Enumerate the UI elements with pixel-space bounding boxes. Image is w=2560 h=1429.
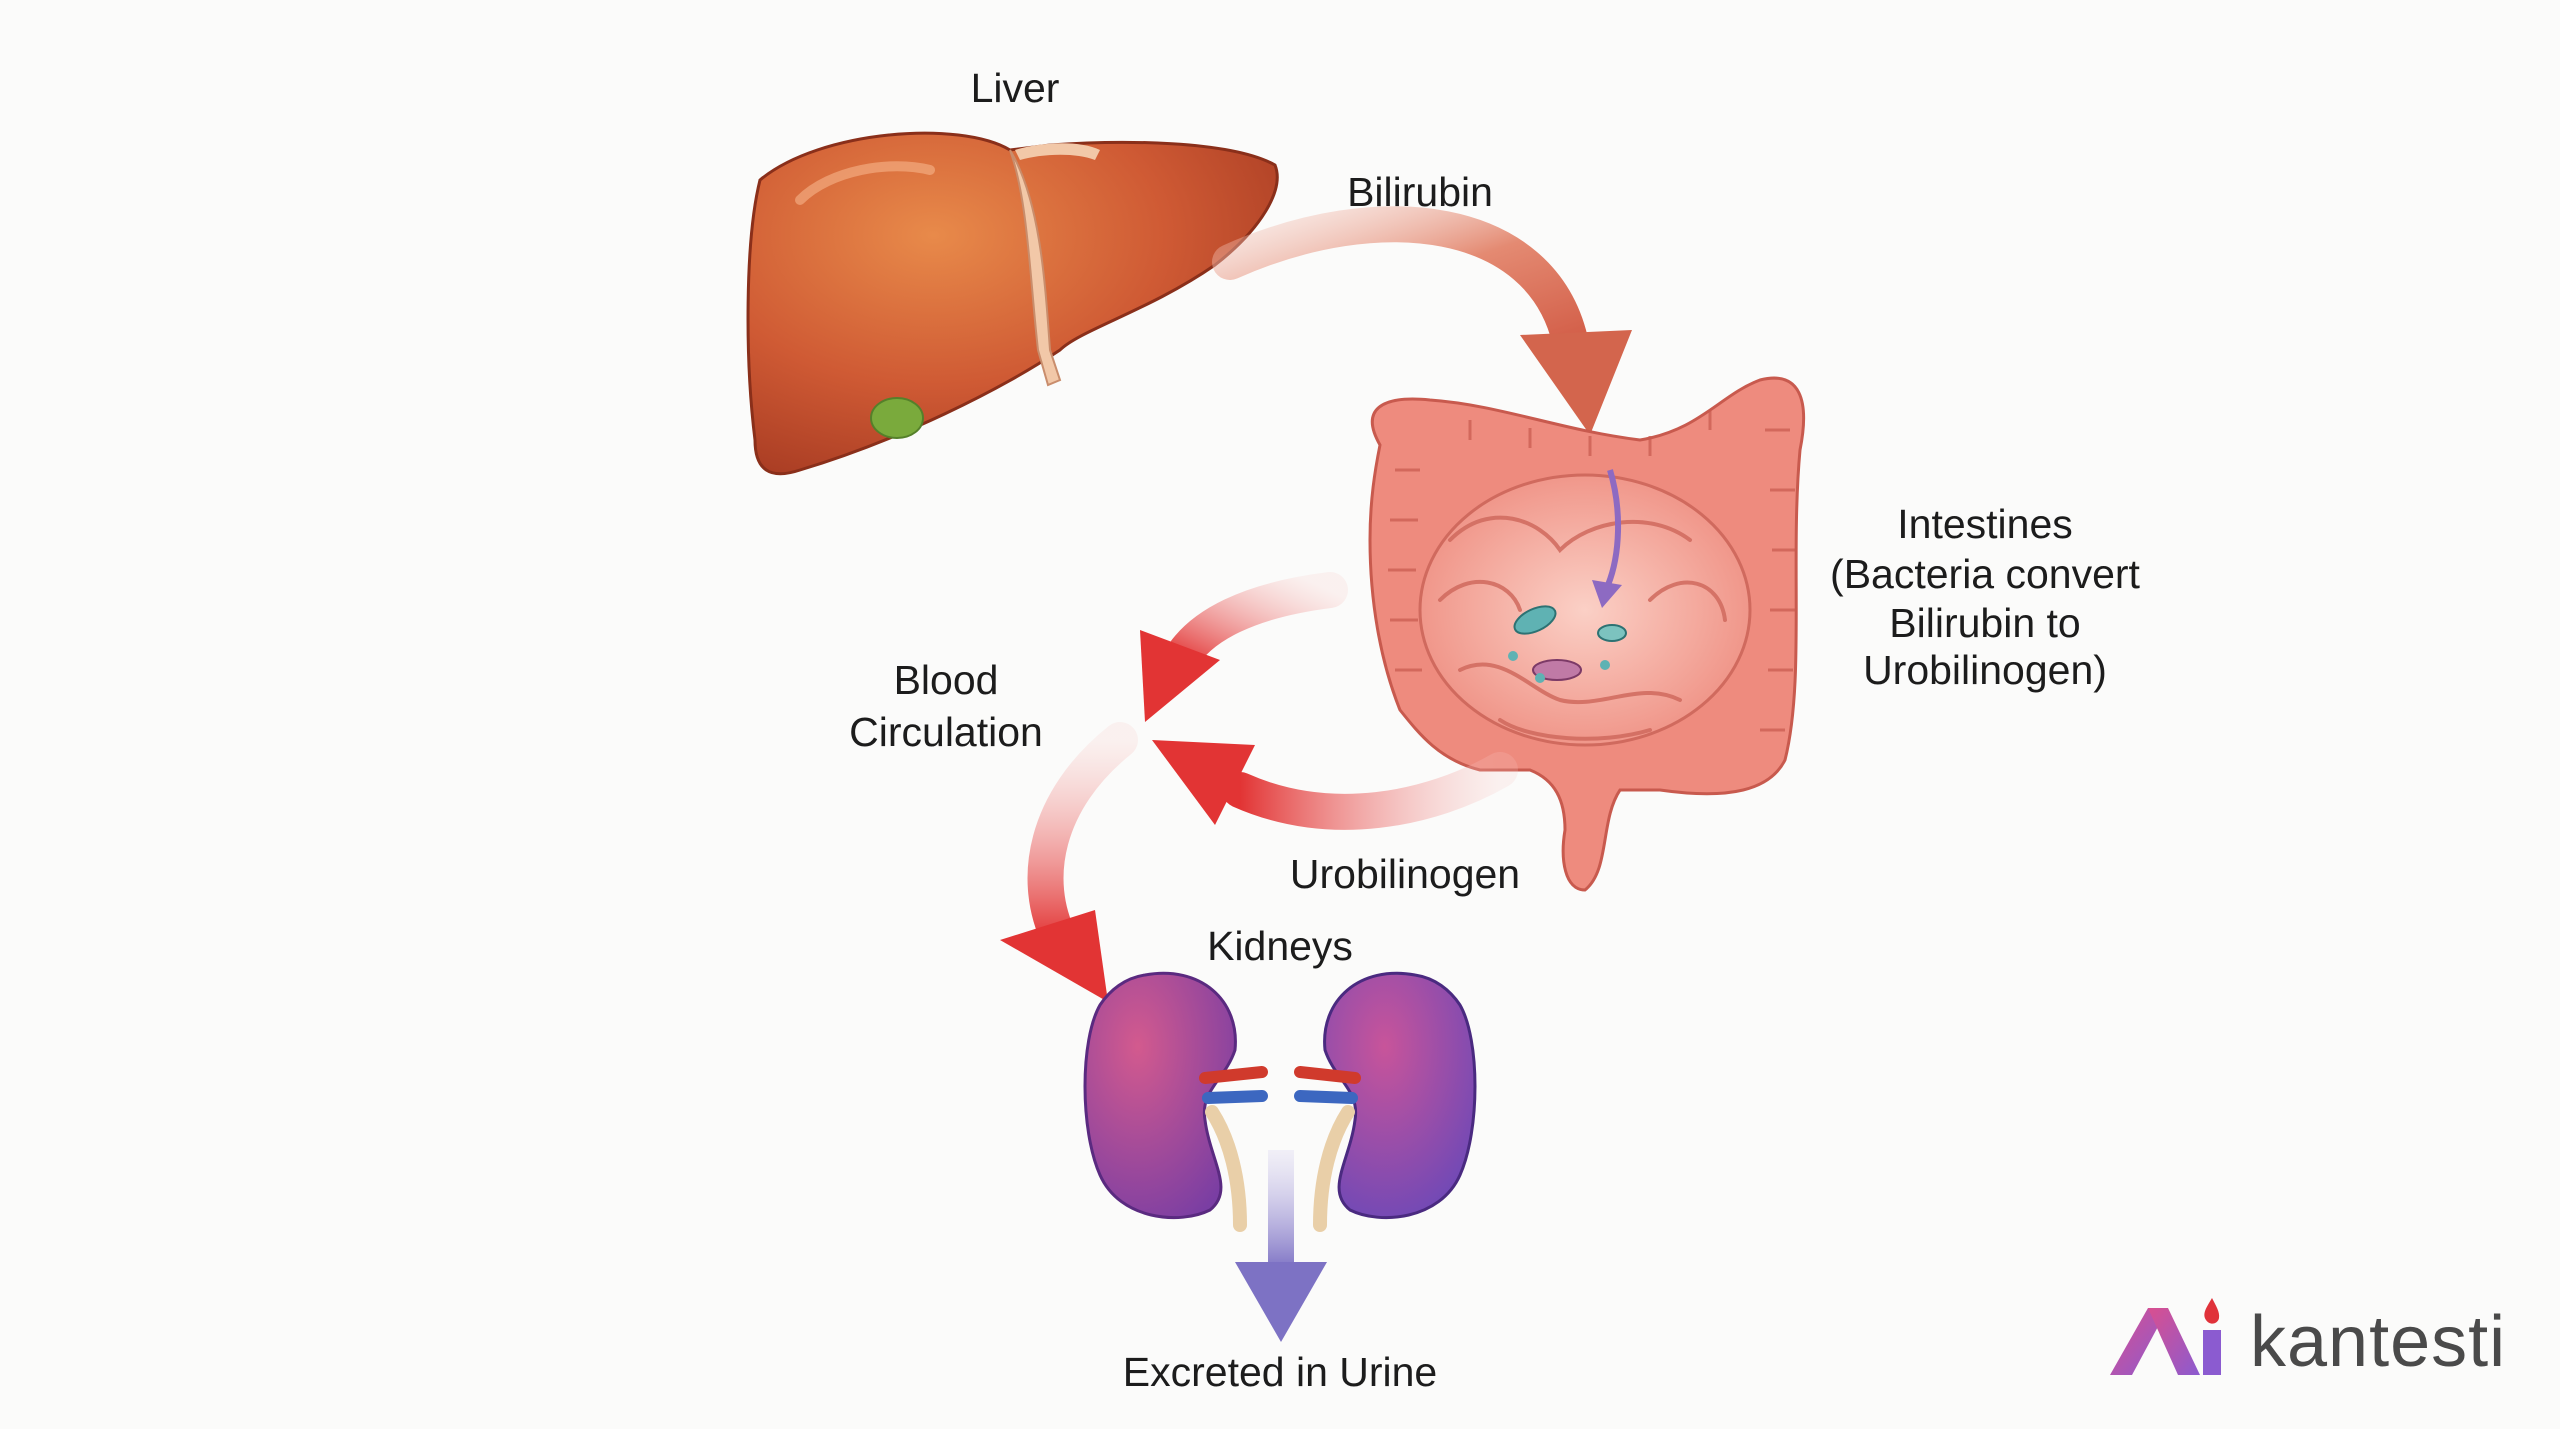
urobilinogen-label: Urobilinogen xyxy=(1289,851,1521,897)
urobilinogen-arrow xyxy=(1152,740,1518,830)
urine-arrow xyxy=(1235,1150,1327,1342)
liver-label: Liver xyxy=(970,65,1060,111)
kantesti-brand: kantesti xyxy=(2236,1292,2506,1392)
intestines-label: Intestines xyxy=(1897,501,2073,547)
intestines-note-line-1: (Bacteria convert xyxy=(1830,551,2140,597)
intestines-note-line-3: Urobilinogen) xyxy=(1863,647,2107,693)
blood-circulation-label-line-1: Blood xyxy=(893,657,999,703)
kantesti-logo-icon xyxy=(2110,1298,2221,1375)
excreted-in-urine-label: Excreted in Urine xyxy=(1122,1349,1438,1395)
bacteria-icons xyxy=(1508,605,1627,683)
blood-circulation-label-line-2: Circulation xyxy=(849,709,1043,755)
blood-to-kidneys-arrow xyxy=(1000,722,1138,1002)
intestines-to-blood-arrow-upper xyxy=(1140,572,1348,722)
kantesti-wordmark: kantesti xyxy=(2250,1302,2507,1382)
kidneys-label: Kidneys xyxy=(1207,923,1353,969)
liver-illustration xyxy=(746,131,1279,476)
conversion-arrow xyxy=(1592,469,1622,608)
bilirubin-arrow xyxy=(1212,206,1632,435)
kidneys-illustration xyxy=(1083,971,1477,1232)
gallbladder xyxy=(870,397,924,439)
intestines-note-line-2: Bilirubin to xyxy=(1889,600,2081,646)
bilirubin-label: Bilirubin xyxy=(1347,169,1493,215)
